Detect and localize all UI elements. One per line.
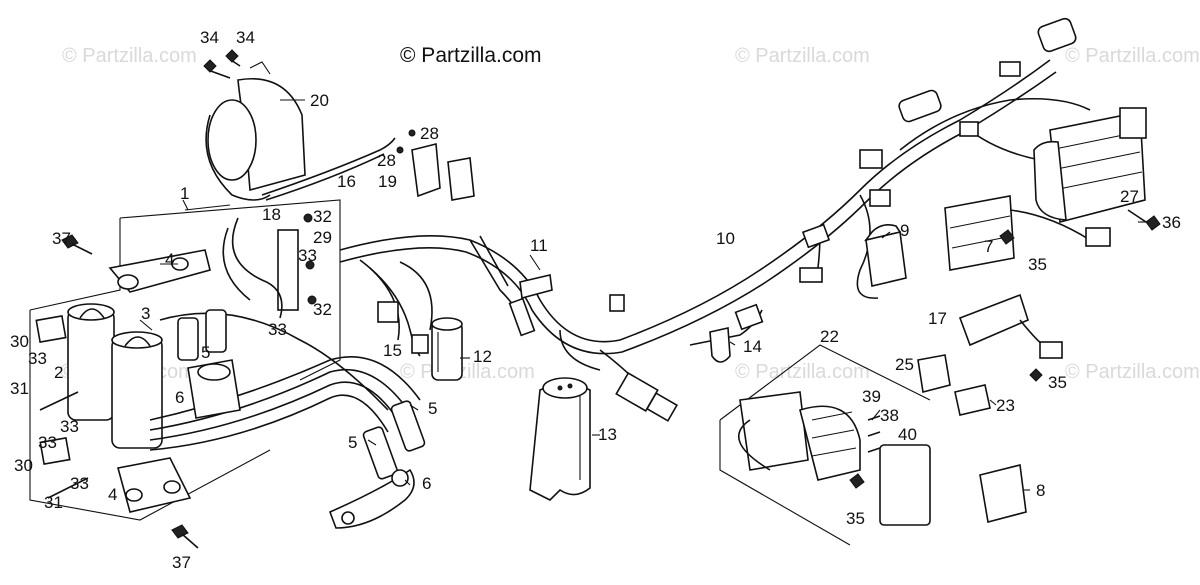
callout-33: 33 [60, 417, 79, 436]
bracket [519, 274, 553, 300]
callout-27: 27 [1120, 187, 1139, 206]
voltage-regulator [944, 195, 1111, 271]
callout-33: 33 [268, 320, 287, 339]
callout-37: 37 [52, 229, 71, 248]
callout-36: 36 [1162, 213, 1181, 232]
callout-39: 39 [862, 387, 881, 406]
callout-20: 20 [310, 91, 329, 110]
callout-37: 37 [172, 553, 191, 572]
lead-wire [261, 137, 396, 201]
callout-2: 2 [54, 363, 63, 382]
callout-5: 5 [201, 343, 210, 362]
callout-30: 30 [14, 456, 33, 475]
callout-9: 9 [900, 221, 909, 240]
callout-23: 23 [996, 396, 1015, 415]
callout-1: 1 [180, 184, 189, 203]
callout-28: 28 [377, 151, 396, 170]
callout-25: 25 [895, 355, 914, 374]
callout-38: 38 [880, 406, 899, 425]
watermark-faint: © Partzilla.com [735, 45, 870, 67]
callout-7: 7 [984, 237, 993, 256]
callout-12: 12 [473, 347, 492, 366]
callout-15: 15 [383, 341, 402, 360]
callout-35: 35 [846, 509, 865, 528]
watermark-faint: © Partzilla.com [400, 361, 535, 383]
callout-33: 33 [38, 433, 57, 452]
callout-32: 32 [313, 300, 332, 319]
callout-4: 4 [108, 485, 117, 504]
callout-14: 14 [743, 337, 762, 356]
callout-31: 31 [44, 493, 63, 512]
ignition-coil-assembly [29, 199, 426, 549]
harness-cover [529, 377, 591, 501]
callout-19: 19 [378, 172, 397, 191]
callout-16: 16 [337, 172, 356, 191]
callout-34: 34 [236, 28, 255, 47]
callout-29: 29 [313, 228, 332, 247]
clamp [709, 327, 731, 363]
callout-11: 11 [530, 236, 548, 255]
small-relay [954, 384, 991, 416]
callout-33: 33 [70, 474, 89, 493]
callout-17: 17 [928, 309, 947, 328]
callout-13: 13 [598, 425, 617, 444]
fuse-box-assembly [719, 344, 931, 546]
callout-32: 32 [313, 207, 332, 226]
callout-34: 34 [200, 28, 219, 47]
callout-30: 30 [10, 332, 29, 351]
horn-cover [203, 49, 306, 201]
sleeve [431, 317, 463, 381]
callout-35: 35 [1048, 373, 1067, 392]
callout-40: 40 [898, 425, 917, 444]
callout-18: 18 [262, 205, 281, 224]
relay [864, 224, 907, 287]
callout-22: 22 [820, 327, 839, 346]
callout-5: 5 [428, 399, 437, 418]
callout-10: 10 [716, 229, 735, 248]
small-relay [917, 354, 951, 393]
callout-33: 33 [298, 246, 317, 265]
main-wiring-harness [339, 17, 1091, 422]
watermark-faint: © Partzilla.com [1065, 45, 1200, 67]
callout-35: 35 [1028, 255, 1047, 274]
callout-4: 4 [165, 250, 174, 269]
watermark-faint: © Partzilla.com [1065, 361, 1200, 383]
watermark-faint: © Partzilla.com [62, 45, 197, 67]
callout-6: 6 [422, 474, 431, 493]
regulator-rectifier [1033, 107, 1161, 231]
callout-28: 28 [420, 124, 439, 143]
turn-signal-relay [958, 293, 1063, 382]
relay-bracket [396, 129, 475, 201]
callout-33: 33 [28, 349, 47, 368]
callout-5: 5 [348, 433, 357, 452]
callout-6: 6 [175, 388, 184, 407]
leader-lines [139, 99, 1148, 491]
callout-31: 31 [10, 379, 29, 398]
watermark-main: © Partzilla.com [400, 44, 542, 67]
flasher-unit [979, 464, 1027, 523]
callout-3: 3 [141, 304, 150, 323]
sub-harness [359, 235, 536, 357]
watermark-faint: © Partzilla.com [735, 361, 870, 383]
callout-8: 8 [1036, 481, 1045, 500]
